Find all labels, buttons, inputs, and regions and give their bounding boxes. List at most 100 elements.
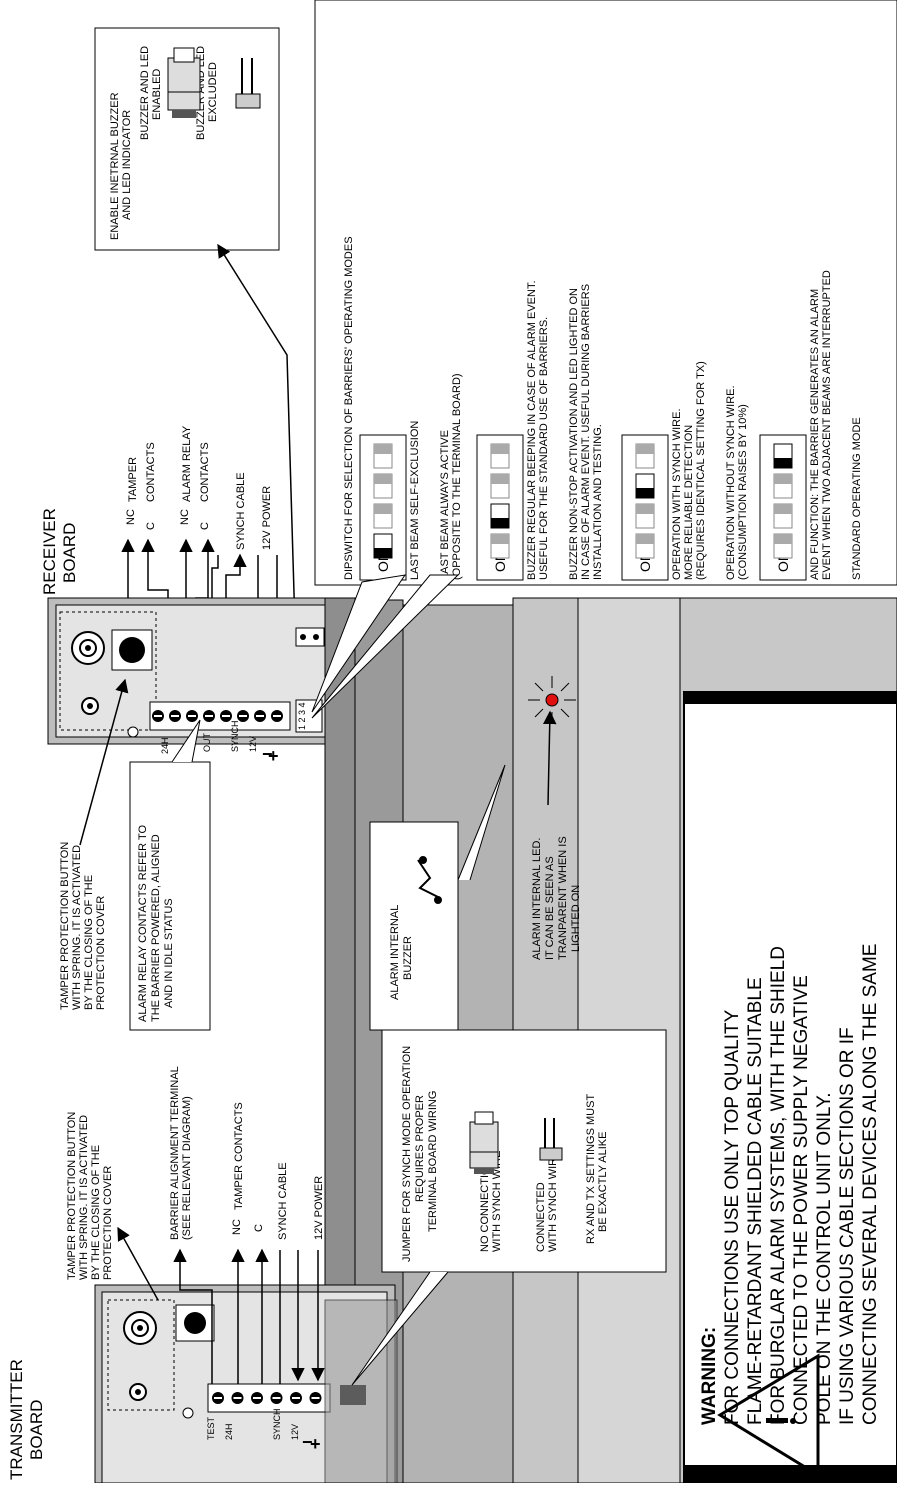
dip-switch-4[interactable] [373,443,393,469]
rx-nc2-label: NC [179,509,191,525]
tx-title-1: TRANSMITTER [7,1359,26,1480]
jumper-note-2: BE EXACTLY ALIKE [597,1132,609,1232]
rx-tamper-btn-3: BY THE CLOSING OF THE [83,875,95,1010]
rx-power-label: 12V POWER [261,486,273,550]
tx-tamper-btn-2: WITH SPRING. IT IS ACTIVATED [78,1115,90,1280]
rx-term-24h: 24H [160,737,170,754]
terminal-screw [212,1392,224,1404]
dip-desc-line: BUZZER REGULAR BEEPING IN CASE OF ALARM … [526,280,538,580]
dip-switch-2[interactable] [635,503,655,529]
buzzer-box-2: BUZZER [402,936,414,980]
tx-plus-sign: + [310,1434,321,1454]
synch-jumper-box: JUMPER FOR SYNCH MODE OPERATION REQUIRES… [351,1029,667,1386]
terminal-screw [203,710,215,722]
terminal-screw [290,1392,302,1404]
dip-desc-line: LAST BEAM ALWAYS ACTIVE [439,430,451,580]
receiver-board: 1 2 3 4 [47,597,356,745]
dip-switch-4[interactable] [635,443,655,469]
relay-note-1: ALARM RELAY CONTACTS REFER TO [137,825,149,1022]
rx-relay-label-2: CONTACTS [199,442,211,502]
dip-desc-line: USEFUL FOR THE STANDARD USE OF BARRIERS. [538,317,550,580]
dip-desc-line: AND FUNCTION: THE BARRIER GENERATES AN A… [809,289,821,580]
dip-desc-line: INSTALLATION AND TESTING. [592,424,604,580]
dip-switch-1[interactable] [490,533,510,559]
relay-note-2: THE BARRIER POWERED, ALIGNED [150,834,162,1022]
dip-desc-line: EVENT WHEN TWO ADJACENT BEAMS ARE INTERR… [821,270,833,580]
dip-desc-line: (REQUIRES IDENTICAL SETTING FOR TX) [695,361,707,580]
jumper-open-icon [235,58,261,109]
terminal-screw [169,710,181,722]
dip-switch-3[interactable] [490,473,510,499]
rx-tamper-label-2: CONTACTS [145,442,157,502]
dip-switch-3[interactable] [773,473,793,499]
tx-align-1: BARRIER ALIGNMENT TERMINAL [169,1066,181,1240]
led-note-3: TRANPARENT WHEN IS [557,836,569,960]
dip-switch-1[interactable] [635,533,655,559]
rx-c1-label: C [145,522,157,530]
tx-title-2: BOARD [27,1400,46,1460]
jumper-conn-1: CONNECTED [535,1182,547,1252]
tx-wiring [117,1226,325,1384]
tx-tamper-btn-4: PROTECTION COVER [102,1166,114,1280]
dip-desc-line: LAST BEAM SELF-EXCLUSION [409,421,421,580]
dip-switch-2[interactable] [373,503,393,529]
buzzer-box-title-2: AND LED INDICATOR [121,110,133,220]
jumper-noconn-2: WITH SYNCH WIRE [491,1151,503,1252]
rx-relay-label-1: ALARM RELAY [181,425,193,502]
dip-desc-line: STANDARD OPERATING MODE [851,417,863,580]
dip-switch-3[interactable] [373,473,393,499]
tx-term-test: TEST [206,1416,216,1440]
rx-term-synch: SYNCH [230,720,240,752]
rx-plus-sign: + [268,746,279,766]
jumper-closed-icon [167,47,201,118]
rx-minus-sign: − [262,744,273,764]
jumper-title-2: REQUIRES PROPER [414,1095,426,1202]
dip-switch-3[interactable] [635,473,655,499]
jumper-conn-2: WITH SYNCH WIRE [547,1151,559,1252]
buzzer-box-1: ALARM INTERNAL [389,905,401,1000]
rx-tamper-btn-1: TAMPER PROTECTION BUTTON [59,842,71,1010]
rx-tamper-btn-2: WITH SPRING. IT IS ACTIVATED [71,845,83,1010]
buzzer-excluded-label-2: EXCLUDED [207,62,219,122]
rx-dip-numbers: 1 2 3 4 [297,702,307,730]
buzzer-jumper-box: ENABLE INETRNAL BUZZER AND LED INDICATOR… [94,27,280,251]
jumper-title-1: JUMPER FOR SYNCH MODE OPERATION [401,1046,413,1262]
rx-tamper-label-1: TAMPER [127,457,139,502]
tx-c-label: C [253,1224,265,1232]
tx-align-2: (SEE RELEVANT DIAGRAM) [181,1096,193,1240]
warning-line: CONNECTED TO THE POWER SUPPLY NEGATIVE [791,975,812,1425]
dip-desc-line: (OPPOSITE TO THE TERMINAL BOARD) [451,373,463,580]
tx-minus-sign: − [302,1432,313,1452]
rx-nc1-label: NC [125,509,137,525]
tx-term-synch: SYNCH [272,1408,282,1440]
warning-line: IF USING VARIOUS CABLE SECTIONS OR IF [837,1027,858,1425]
dip-desc-line: (CONSUMPTION RAISES BY 10%) [737,404,749,580]
rx-synch-label: SYNCH CABLE [235,472,247,550]
dip-switch-4[interactable] [490,443,510,469]
tx-nc-label: NC [231,1219,243,1235]
dip-desc-line: BUZZER NON-STOP ACTIVATION AND LED LIGHT… [568,288,580,580]
dipswitch-title: DIPSWITCH FOR SELECTION OF BARRIERS' OPE… [343,236,355,580]
terminal-screw [309,1392,322,1404]
dip-switch-1[interactable] [373,533,393,559]
tx-power-label: 12V POWER [313,1176,325,1240]
jumper-closed-icon [469,1111,499,1174]
buzzer-callout-box: ALARM INTERNAL BUZZER [369,764,506,1031]
dip-switch-2[interactable] [773,503,793,529]
jumper-open-icon [539,1118,563,1161]
jumper-note-1: RX AND TX SETTINGS MUST [585,1094,597,1244]
dip-switch-4[interactable] [773,443,793,469]
dip-switch-2[interactable] [490,503,510,529]
dip-desc-line: MORE RELIABLE DETECTION [683,425,695,580]
tx-tamper-btn-1: TAMPER PROTECTION BUTTON [66,1112,78,1280]
terminal-screw [271,710,283,722]
alarm-relay-note: ALARM RELAY CONTACTS REFER TO THE BARRIE… [129,719,211,1031]
dip-switch-1[interactable] [773,533,793,559]
buzzer-enabled-label-1: BUZZER AND LED [139,46,151,140]
terminal-screw [231,1392,244,1404]
receiver-title-1: RECEIVER [40,508,59,595]
receiver-title-2: BOARD [60,523,79,583]
rx-c2-label: C [199,522,211,530]
tx-tamper-btn-3: BY THE CLOSING OF THE [90,1145,102,1280]
terminal-screw [251,1392,263,1404]
